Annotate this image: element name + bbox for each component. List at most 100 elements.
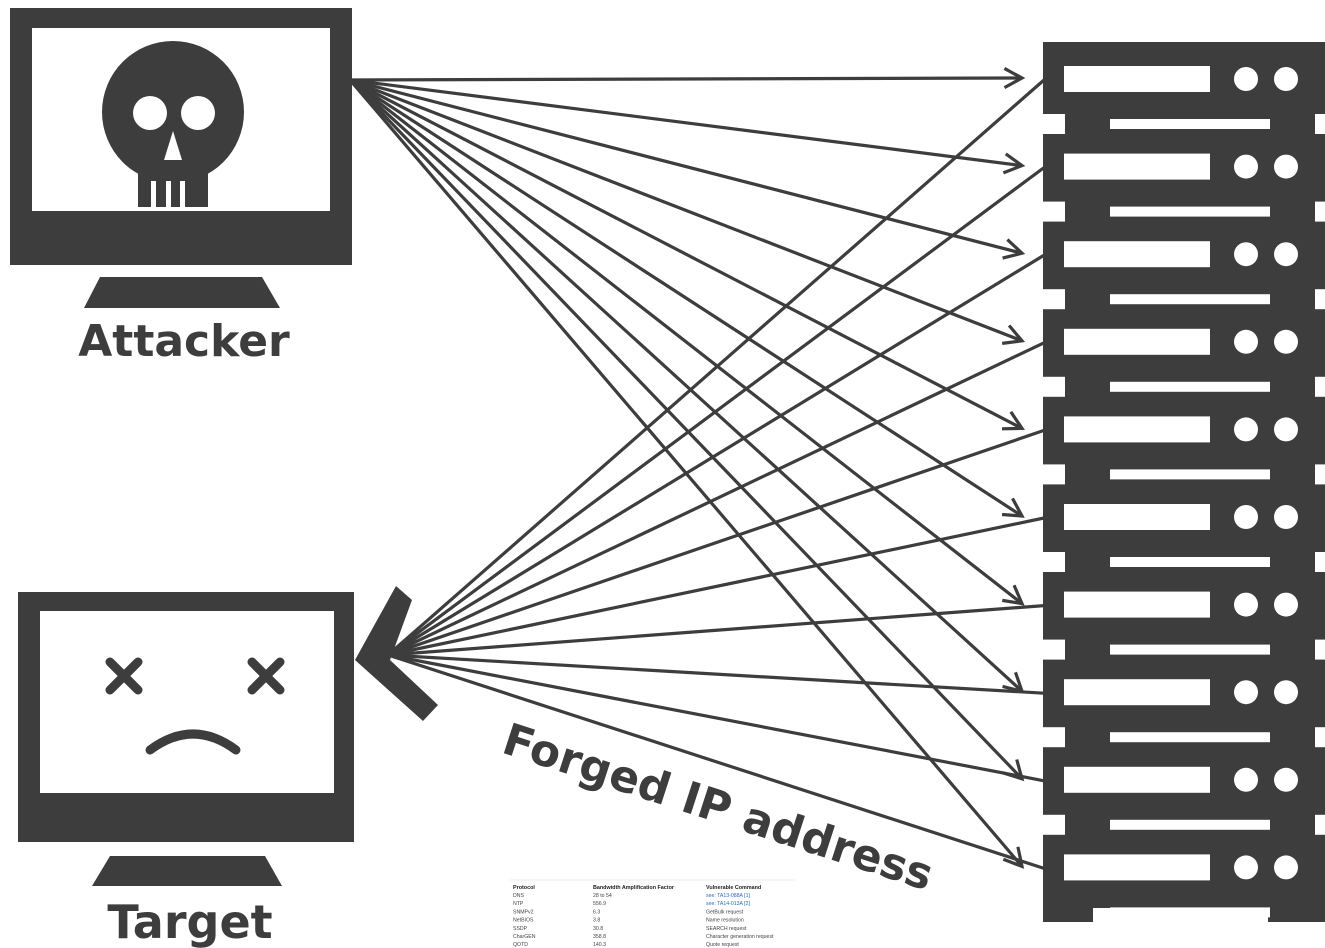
attacker-monitor-stand <box>84 277 280 308</box>
table-cell[interactable]: see: TA13-088A [1] <box>706 893 750 899</box>
server-led-icon <box>1234 680 1258 705</box>
server-led-icon <box>1274 767 1298 792</box>
server-led-icon <box>1234 329 1258 354</box>
server-led-icon <box>1234 855 1258 880</box>
request-arrows <box>348 67 1026 869</box>
table-cell: GetBulk request <box>706 909 744 915</box>
table-cell: NTP <box>513 901 524 907</box>
table-cell: 358.8 <box>593 934 606 940</box>
table-cell: 556.9 <box>593 901 606 907</box>
server-unit <box>1043 241 1325 310</box>
table-header-cell: Protocol <box>513 885 535 891</box>
rack-notch <box>1315 552 1325 572</box>
rack-notch <box>1315 376 1325 397</box>
server-drive-bay <box>1064 66 1210 92</box>
target-monitor-screen <box>40 611 334 793</box>
rack-notch <box>1043 114 1065 134</box>
request-arrow <box>348 78 1024 780</box>
table-header-cell: Vulnerable Command <box>706 885 761 891</box>
server-drive-bay <box>1064 854 1210 881</box>
server-drive-bay <box>1064 241 1210 268</box>
response-line <box>387 428 1045 657</box>
response-lines <box>386 78 1046 870</box>
server-led-icon <box>1234 505 1258 529</box>
server-drive-bay <box>1064 153 1210 180</box>
response-line <box>386 78 1046 657</box>
server-unit <box>1043 504 1325 572</box>
target-monitor <box>18 592 354 886</box>
table-cell[interactable]: see: TA14-013A [2] <box>706 901 750 907</box>
server-led-icon <box>1274 67 1298 91</box>
server-unit <box>1043 153 1325 222</box>
response-line <box>387 516 1045 657</box>
server-vent-slot <box>1110 381 1270 392</box>
request-arrow <box>349 78 1023 605</box>
server-vent-slot <box>1110 294 1270 305</box>
table-cell: 6.3 <box>593 909 600 915</box>
table-cell: QOTD <box>513 942 528 948</box>
server-rack <box>1043 42 1325 928</box>
rack-notch <box>1315 114 1325 134</box>
request-arrowhead <box>1003 67 1026 90</box>
request-arrow <box>349 78 1023 255</box>
request-arrow <box>349 76 1023 82</box>
skull-icon <box>102 41 244 207</box>
table-cell: 28 to 54 <box>593 893 612 899</box>
request-arrow <box>349 78 1023 168</box>
server-drive-bay <box>1064 591 1210 618</box>
request-arrow <box>348 78 1024 693</box>
server-drive-bay <box>1064 504 1210 530</box>
server-unit <box>1043 416 1325 485</box>
amplification-table: Protocol Bandwidth Amplification Factor Vu… <box>510 879 795 948</box>
forged-ip-label: Forged IP address <box>497 714 940 901</box>
rack-base-gap <box>1093 908 1268 928</box>
server-unit <box>1043 766 1325 835</box>
rack-notch <box>1315 289 1325 310</box>
server-led-icon <box>1234 242 1258 267</box>
server-led-icon <box>1274 242 1298 267</box>
server-led-icon <box>1274 154 1298 179</box>
server-unit <box>1043 66 1325 134</box>
target-label: Target <box>107 895 272 948</box>
server-unit <box>1043 679 1325 748</box>
target-monitor-stand <box>92 856 282 886</box>
table-cell: NetBIOS <box>513 918 534 924</box>
sad-face-icon <box>105 657 285 755</box>
request-arrowhead <box>1001 497 1025 518</box>
server-drive-bay <box>1064 766 1210 793</box>
table-header-cell: Bandwidth Amplification Factor <box>593 885 675 891</box>
response-line <box>387 341 1045 657</box>
server-led-icon <box>1274 417 1298 442</box>
rack-notch <box>1043 289 1065 310</box>
table-cell: 140.3 <box>593 942 606 948</box>
server-vent-slot <box>1110 644 1270 655</box>
server-drive-bay <box>1064 416 1210 443</box>
rack-notch <box>1315 727 1325 748</box>
rack-notch <box>1315 639 1325 660</box>
server-led-icon <box>1274 592 1298 617</box>
rack-notch <box>1043 376 1065 397</box>
response-line <box>387 166 1045 657</box>
request-arrowhead <box>1001 324 1026 345</box>
request-arrow <box>349 78 1023 343</box>
table-cell: DNS <box>513 893 524 899</box>
response-line <box>387 653 1045 870</box>
rack-notch <box>1315 201 1325 222</box>
rack-notch <box>1043 814 1065 835</box>
table-cell: Character generation request <box>706 934 774 940</box>
server-vent-slot <box>1110 557 1270 567</box>
server-vent-slot <box>1110 732 1270 743</box>
server-led-icon <box>1274 329 1298 354</box>
server-led-icon <box>1234 592 1258 617</box>
table-cell: Name resolution <box>706 918 744 924</box>
rack-notch <box>1043 727 1065 748</box>
rack-notch <box>1043 201 1065 222</box>
server-led-icon <box>1234 154 1258 179</box>
server-led-icon <box>1274 855 1298 880</box>
table-cell: SEARCH request <box>706 926 747 932</box>
request-arrowhead <box>1002 584 1025 606</box>
server-led-icon <box>1274 680 1298 705</box>
rack-notch <box>1315 814 1325 835</box>
attacker-monitor <box>10 8 352 308</box>
